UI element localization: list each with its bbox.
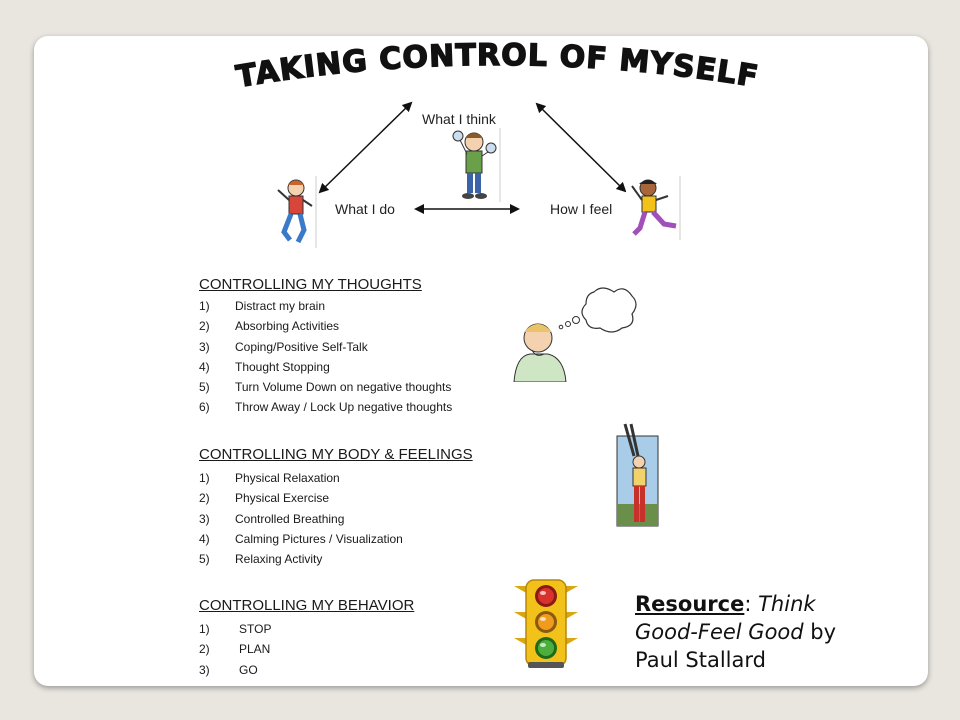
resource-author: by Paul Stallard [635, 620, 837, 672]
label-what-i-do: What I do [335, 201, 395, 217]
resource-colon: : [744, 592, 759, 616]
dancing-girl-icon [626, 176, 682, 240]
traffic-light-icon [514, 579, 578, 668]
arrow-think-do [318, 101, 413, 194]
stretching-man-icon [616, 423, 659, 527]
resource-book-title: Think Good-Feel Good [635, 592, 816, 644]
section-heading-thoughts: CONTROLLING MY THOUGHTS [199, 276, 422, 293]
label-how-i-feel: How I feel [550, 201, 613, 217]
resource-note: Resource: Think Good-Feel Good by Paul S… [635, 590, 885, 674]
resource-label: Resource [635, 592, 745, 616]
thinking-man-icon [513, 287, 637, 382]
arrow-think-feel [535, 102, 627, 193]
section-heading-behavior: CONTROLLING MY BEHAVIOR [199, 597, 415, 614]
thinking-boy-icon [446, 126, 502, 202]
label-what-i-think: What I think [422, 111, 496, 127]
thought-bubble-icon [581, 287, 637, 333]
section-heading-body-feelings: CONTROLLING MY BODY & FEELINGS [199, 446, 473, 463]
page-title: TAKING CONTROL OF MYSELF [233, 37, 761, 95]
running-boy-icon [270, 176, 318, 248]
